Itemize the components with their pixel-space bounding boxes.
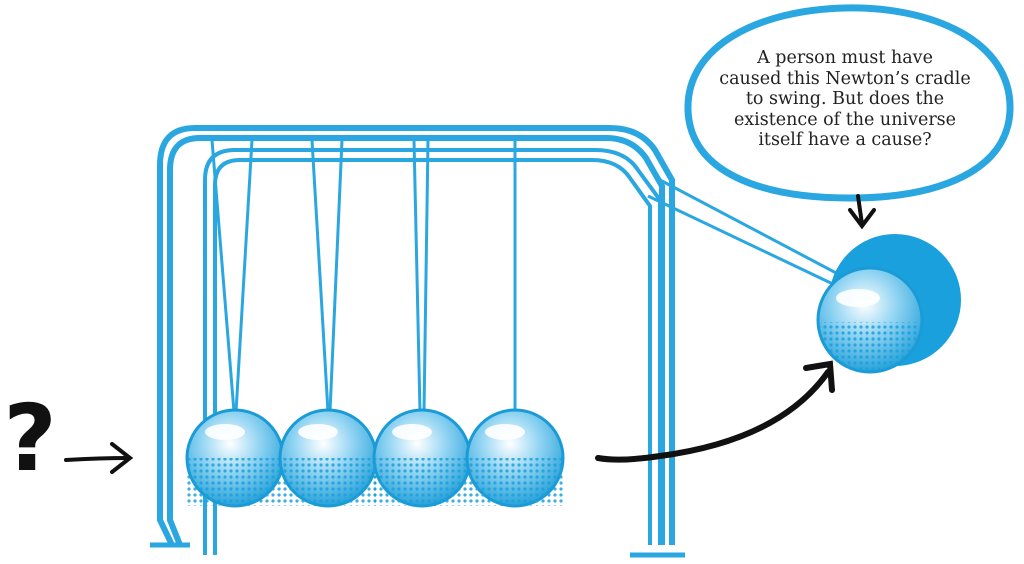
hanging-strings (210, 139, 517, 413)
thought-bubble-text: A person must have caused this Newton’s … (712, 48, 978, 151)
cradle-frame-back (203, 148, 662, 555)
pulled-ball-strings (647, 178, 841, 287)
thought-bubble-outline (684, 4, 1014, 202)
cradle-frame-front (150, 125, 685, 558)
thought-line: to swing. But does the (745, 89, 945, 109)
hanging-ball (278, 408, 378, 508)
hanging-ball (465, 408, 565, 508)
arrow-bubble-to-ball (848, 194, 876, 230)
thought-line: existence of the universe (733, 109, 957, 130)
question-mark: ? (3, 385, 57, 492)
hanging-ball (185, 408, 285, 508)
thought-line: A person must have (757, 48, 933, 68)
thought-line: itself have a cause? (758, 130, 932, 150)
arrow-to-cradle (64, 442, 134, 474)
arrow-balls-to-pulled-ball (595, 360, 835, 463)
hanging-ball (372, 408, 472, 508)
thought-line: caused this Newton’s cradle (719, 68, 971, 89)
pulled-ball (816, 234, 961, 374)
